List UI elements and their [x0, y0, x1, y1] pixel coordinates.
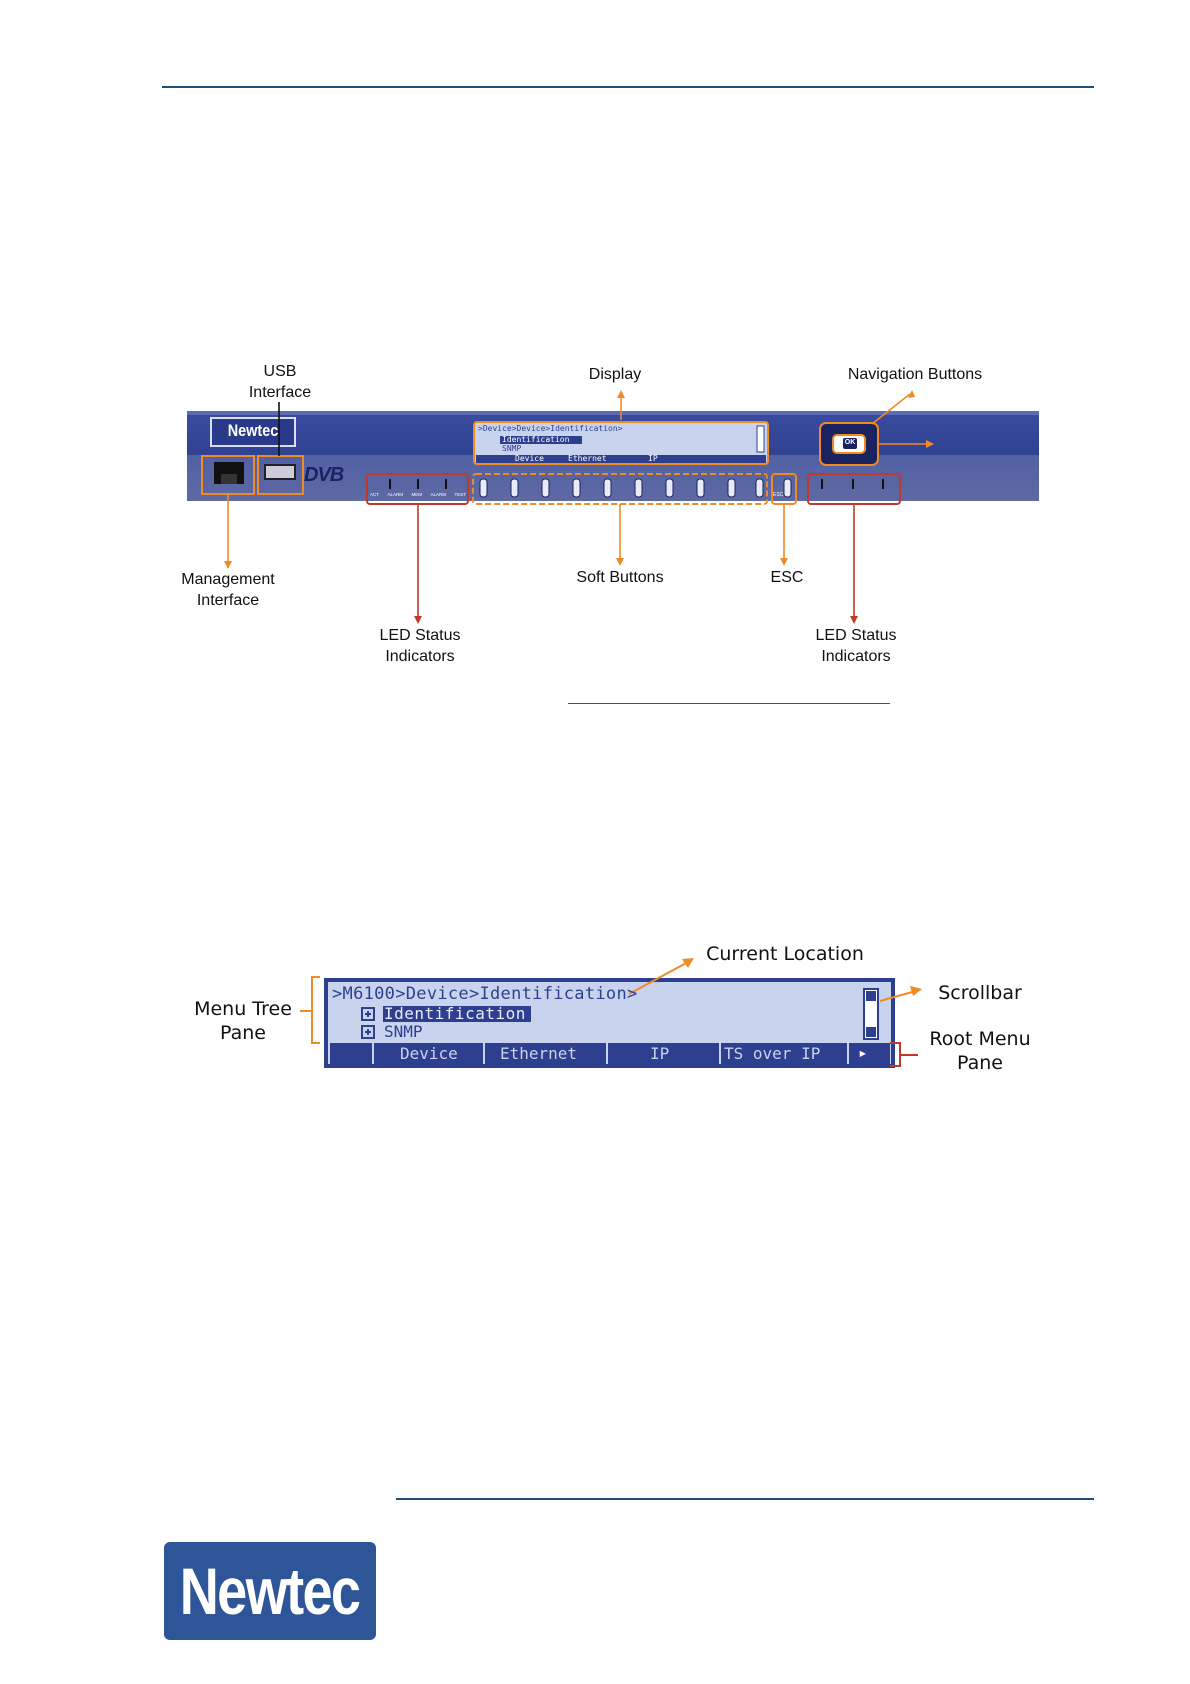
- usb-port: [264, 464, 296, 480]
- panel-lcd: [473, 421, 769, 465]
- front-panel-graphic: [187, 390, 1039, 624]
- panel-dvb-logo: DVB: [304, 464, 344, 486]
- newtec-logo-text: Newtec: [180, 1554, 361, 1628]
- led-label: MEM: [411, 492, 422, 497]
- lcd-detail-figure: Current Location Scrollbar Menu Tree Pan…: [0, 900, 1190, 1160]
- led-label: ALARM: [430, 492, 446, 497]
- lcd-tab-ip: IP: [650, 1044, 670, 1063]
- soft-button: [727, 478, 736, 498]
- footer-rule: [396, 1498, 1094, 1500]
- soft-button: [696, 478, 705, 498]
- callout-navigation-buttons: Navigation Buttons: [847, 366, 983, 383]
- lcd-scrollbar: [863, 988, 879, 1040]
- soft-button: [634, 478, 643, 498]
- esc-button: [783, 478, 792, 498]
- nav-ok-key[interactable]: OK: [844, 439, 856, 446]
- panel-lcd-tab: Device: [515, 454, 544, 463]
- panel-lcd-path: >Device>Device>Identification>: [478, 424, 623, 433]
- panel-lcd-item2: SNMP: [502, 444, 522, 453]
- panel-brand-badge: [210, 417, 296, 447]
- soft-button: [510, 478, 519, 498]
- esc-key-label: ESC: [773, 492, 784, 498]
- callout-usb-interface: USB Interface: [248, 363, 312, 401]
- callout-scrollbar: Scrollbar: [938, 982, 1022, 1004]
- led-labels: ACT ALARM MEM ALARM TEST: [370, 492, 466, 497]
- soft-button: [572, 478, 581, 498]
- lcd-tab-ethernet: Ethernet: [500, 1044, 578, 1063]
- newtec-logo: Newtec: [164, 1542, 376, 1640]
- lcd-item-identification: Identification: [384, 1004, 526, 1023]
- header-rule: [162, 86, 1094, 88]
- callout-soft-buttons: Soft Buttons: [576, 569, 664, 586]
- led-label: TEST: [454, 492, 466, 497]
- panel-brand-text: Newtec: [227, 421, 279, 440]
- lcd-detail-graphic: [300, 958, 922, 1068]
- soft-button: [755, 478, 764, 498]
- soft-button: [603, 478, 612, 498]
- caption-link-underline: [568, 703, 890, 704]
- led-label: ALARM: [387, 492, 403, 497]
- callout-esc: ESC: [770, 569, 804, 586]
- highlight-usb: [257, 455, 304, 495]
- soft-button: [665, 478, 674, 498]
- callout-led-status-left: LED Status Indicators: [379, 627, 461, 665]
- panel-lcd-tab: IP: [648, 454, 658, 463]
- panel-lcd-tab: Ethernet: [568, 454, 607, 463]
- soft-button: [479, 478, 488, 498]
- callout-display: Display: [588, 366, 642, 383]
- callout-root-menu-pane: Root Menu Pane: [929, 1028, 1031, 1074]
- callout-current-location: Current Location: [706, 943, 864, 965]
- lcd-tab-ts-over-ip: TS over IP: [724, 1044, 821, 1063]
- callout-led-status-right: LED Status Indicators: [815, 627, 897, 665]
- soft-button: [541, 478, 550, 498]
- callout-management-interface: Management Interface: [181, 571, 275, 609]
- panel-lcd-item1: Identification: [502, 435, 570, 444]
- soft-button-row: [479, 478, 792, 498]
- lcd-tab-device: Device: [400, 1044, 458, 1063]
- highlight-soft-buttons: [472, 473, 768, 505]
- lcd-item-snmp: SNMP: [384, 1022, 423, 1041]
- led-label: ACT: [370, 492, 379, 497]
- lcd-more-arrow-icon: ▸: [858, 1043, 868, 1062]
- lcd-path: >M6100>Device>Identification>: [332, 984, 638, 1004]
- callout-menu-tree-pane: Menu Tree Pane: [194, 998, 292, 1044]
- front-panel-figure: USB Interface Display Navigation Buttons…: [0, 0, 1190, 700]
